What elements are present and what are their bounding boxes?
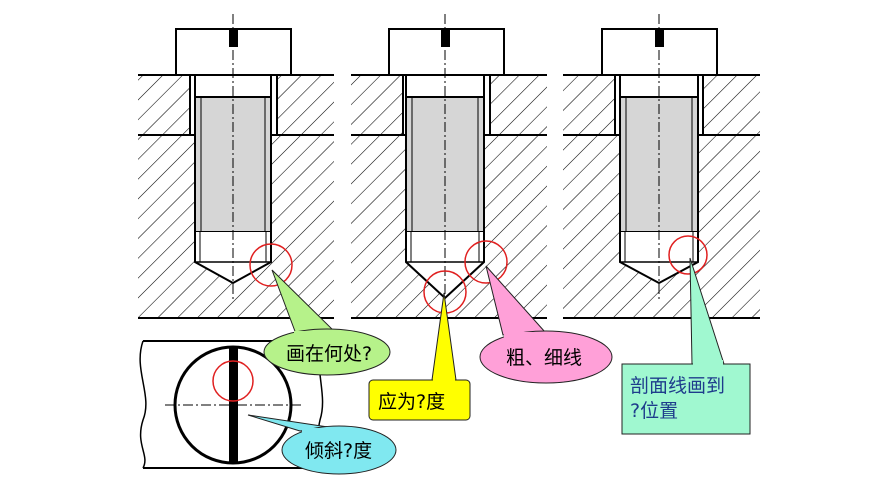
panel-1: [138, 14, 334, 319]
panel-2: [351, 14, 547, 319]
callout-pink: [479, 265, 613, 384]
callout-teal: [621, 257, 751, 435]
callout-text-angle: 应为?度: [378, 391, 446, 413]
callout-text-line-weight: 粗、细线: [506, 347, 583, 369]
callout-cyan: [247, 414, 397, 475]
top-view: [139, 340, 327, 469]
panel-3: [563, 14, 760, 319]
callout-text-hatch-line2: ?位置: [630, 400, 679, 422]
callout-text-tilt: 倾斜?度: [305, 440, 373, 462]
callout-text-hatch-line1: 剖面线画到: [630, 375, 726, 397]
callout-green: [263, 269, 391, 376]
callout-yellow: [368, 292, 471, 421]
callout-text-where: 画在何处?: [286, 343, 373, 365]
callout-text-hatch-extent: 剖面线画到 ?位置: [630, 374, 750, 424]
